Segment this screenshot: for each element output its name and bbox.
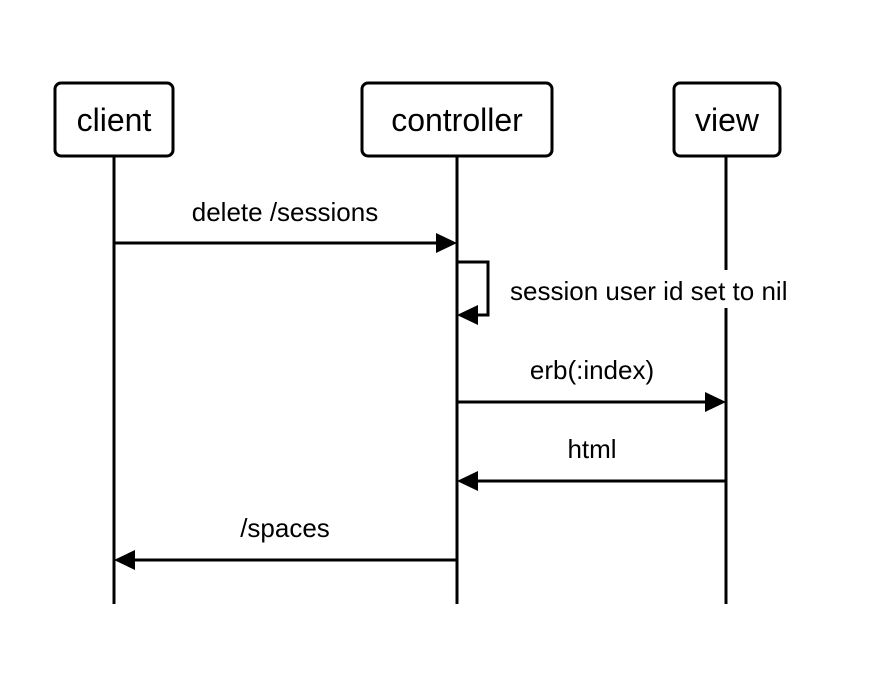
participant-controller-label: controller [391,102,523,138]
message-spaces: /spaces [114,513,457,570]
message-session-user-id-nil-line [457,260,490,317]
message-erb-index-label: erb(:index) [530,355,654,385]
message-session-user-id-nil-label: session user id set to nil [510,276,787,306]
participant-view-box [672,81,782,158]
participant-controller: controller [360,81,554,158]
message-spaces-arrowhead [114,550,135,570]
participant-client-box [53,81,175,158]
message-session-user-id-nil: session user id set to nil [457,260,840,325]
message-erb-index-arrowhead [705,392,726,412]
message-html-label: html [567,434,616,464]
message-session-user-id-nil-arrowhead [457,305,478,325]
participant-view: view [672,81,782,158]
message-spaces-label: /spaces [240,513,330,543]
message-html-arrowhead [457,471,478,491]
message-erb-index: erb(:index) [457,355,726,412]
message-delete-sessions: delete /sessions [114,197,457,253]
participant-client-label: client [77,102,152,138]
message-session-user-id-nil-label-background [506,270,840,308]
message-html: html [457,434,726,491]
participant-controller-box [360,81,554,158]
participant-client: client [53,81,175,158]
message-delete-sessions-arrowhead [436,233,457,253]
message-delete-sessions-label: delete /sessions [192,197,378,227]
participant-view-label: view [695,102,760,138]
